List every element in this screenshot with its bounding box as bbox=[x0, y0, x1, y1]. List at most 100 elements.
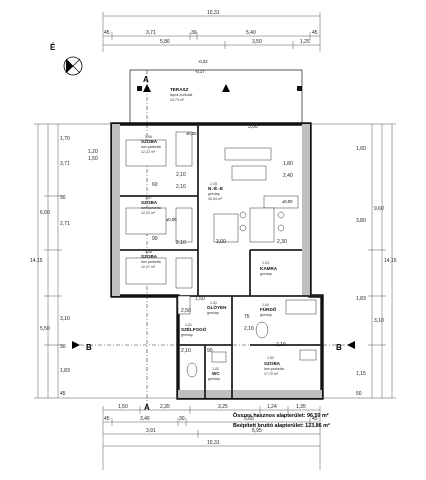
dim-bottom-r1-3: 1,24 bbox=[267, 404, 277, 410]
dim-top-r2-1: 3,71 bbox=[146, 30, 156, 36]
left-dimensions: 1,70 3,71 30 2,71 6,60 14,15 5,50 3,10 3… bbox=[30, 123, 178, 399]
room-10-sub: lam.parketta bbox=[264, 367, 284, 371]
area-summary: Összes hasznos alapterület: 96,59 m² Beé… bbox=[233, 412, 330, 429]
dim-bottom-r1-1: 2,35 bbox=[160, 404, 170, 410]
terrace-label: TERASZ bbox=[170, 87, 189, 92]
dim-left-4: 6,60 bbox=[40, 210, 50, 216]
dim-top-r2-3: 5,40 bbox=[246, 30, 256, 36]
inner-dim-14: 90 bbox=[207, 348, 213, 354]
dim-top-overall: 10,31 bbox=[207, 10, 220, 16]
bottom-dimensions: 1,50 2,35 3,25 1,24 1,35 45 3,46 30 5,65… bbox=[102, 404, 321, 470]
dim-left-3: 2,71 bbox=[60, 221, 70, 227]
north-arrow: É bbox=[50, 43, 83, 76]
dim-left-7: 3,10 bbox=[60, 316, 70, 322]
terrace-area: 24,73 m² bbox=[170, 98, 185, 102]
room-6-num: 1.04 bbox=[262, 303, 269, 307]
dim-right-2: 3,80 bbox=[356, 218, 366, 224]
summary-gross-area: Beépített bruttó alapterület: 123,86 m² bbox=[233, 423, 330, 429]
inner-dim-1: 60 bbox=[152, 182, 158, 188]
room-10-name: SZOBA bbox=[264, 361, 281, 366]
terrace-sub: lapos burkolat bbox=[170, 93, 192, 97]
inner-dimensions: 2,10 60 2,10 90 2,10 3,00 1,80 2,40 2,30… bbox=[88, 124, 293, 354]
inner-dim-2: 2,10 bbox=[176, 184, 186, 190]
inner-dim-18: 1,50 bbox=[88, 156, 98, 162]
dim-right-3: 14,15 bbox=[384, 258, 397, 264]
dim-left-2: 30 bbox=[60, 195, 66, 201]
dim-bottom-r2-4: 45 bbox=[312, 416, 318, 422]
dim-right-7: 50 bbox=[356, 391, 362, 397]
inner-dim-12: 75 bbox=[244, 314, 250, 320]
room-4-num: 1.05 bbox=[210, 182, 217, 186]
level-3: ±0,00 bbox=[186, 131, 197, 136]
room-9-name: GLÓYEH bbox=[207, 303, 227, 310]
room-labels: 1.06 SZOBA lam.parketta 12,22 m² 1.07 SZ… bbox=[141, 135, 284, 381]
inner-dim-3: 90 bbox=[152, 236, 158, 242]
room-7-sub: greslap bbox=[181, 333, 193, 337]
room-4-area: 30,54 m² bbox=[208, 197, 223, 201]
dim-right-5: 3,10 bbox=[374, 318, 384, 324]
inner-dim-11: 2,50 bbox=[181, 308, 191, 314]
room-5-num: 1.03 bbox=[262, 261, 269, 265]
dim-bottom-r2-2: 30 bbox=[179, 416, 185, 422]
terrace-level2: -0,32 bbox=[198, 59, 208, 64]
dim-bottom-overall: 10,31 bbox=[207, 440, 220, 446]
room-2-name: SZOBA bbox=[141, 200, 158, 205]
level-marks: ±0,00 ±0,00 ±0,00 bbox=[166, 131, 293, 222]
right-dimensions: 1,60 9,60 3,80 14,15 1,83 3,10 1,15 50 bbox=[310, 123, 397, 399]
inner-dim-4: 2,10 bbox=[176, 240, 186, 246]
room-1-name: SZOBA bbox=[141, 139, 158, 144]
room-6-sub: greslap bbox=[260, 313, 272, 317]
room-1-num: 1.06 bbox=[145, 135, 152, 139]
room-6-name: FÜRDŐ bbox=[260, 306, 277, 312]
room-3-num: 1.08 bbox=[145, 250, 152, 254]
room-9-num: 1.01 bbox=[210, 301, 217, 305]
inner-dim-13: 2,10 bbox=[244, 326, 254, 332]
dim-right-6: 1,15 bbox=[356, 371, 366, 377]
room-8-sub: greslap bbox=[208, 377, 220, 381]
inner-dim-10: 1,50 bbox=[195, 296, 205, 302]
terrace: TERASZ lapos burkolat 24,73 m² -0,17 -0,… bbox=[129, 59, 303, 125]
room-7-name: SZÉLFOGÓ bbox=[181, 325, 207, 332]
room-2-num: 1.07 bbox=[145, 196, 152, 200]
dim-top-r3-1: 3,50 bbox=[252, 39, 262, 45]
inner-dim-7: 2,40 bbox=[283, 173, 293, 179]
room-9-sub: greslap bbox=[207, 311, 219, 315]
dim-right-0: 1,60 bbox=[356, 146, 366, 152]
room-10-area: 17,70 m² bbox=[264, 372, 279, 376]
dim-bottom-r3-0: 3,91 bbox=[146, 428, 156, 434]
dim-top-r2-4: 45 bbox=[312, 30, 318, 36]
north-label: É bbox=[50, 43, 56, 52]
dim-bottom-r1-2: 3,25 bbox=[218, 404, 228, 410]
dim-top-r3-2: 1,25 bbox=[300, 39, 310, 45]
room-4-sub: greslap bbox=[208, 192, 220, 196]
inner-dim-16: 2,10 bbox=[276, 342, 286, 348]
furniture bbox=[125, 131, 317, 378]
room-3-area: 12,27 m² bbox=[141, 265, 156, 269]
summary-net-area: Összes hasznos alapterület: 96,59 m² bbox=[233, 412, 329, 419]
section-b-right: B bbox=[336, 343, 342, 352]
dim-left-9: 1,83 bbox=[60, 368, 70, 374]
dim-left-0: 1,70 bbox=[60, 136, 70, 142]
room-7-num: 1.01 bbox=[185, 323, 192, 327]
room-5-name: KAMRA bbox=[260, 266, 278, 271]
inner-dim-0: 2,10 bbox=[176, 172, 186, 178]
room-4-name: N.-É.-E bbox=[208, 184, 223, 191]
room-1-sub: lam.parketta bbox=[141, 145, 161, 149]
interior-walls bbox=[120, 124, 322, 398]
dim-bottom-r2-0: 45 bbox=[104, 416, 110, 422]
inner-dim-8: 2,30 bbox=[277, 239, 287, 245]
dim-top-r3-0: 5,86 bbox=[160, 39, 170, 45]
dim-left-5: 14,15 bbox=[30, 258, 43, 264]
section-b-left: B bbox=[86, 343, 92, 352]
room-8-num: 1.02 bbox=[212, 367, 219, 371]
dim-bottom-r2-1: 3,46 bbox=[140, 416, 150, 422]
dim-left-8: 30 bbox=[60, 344, 66, 350]
room-3-name: SZOBA bbox=[141, 254, 158, 259]
inner-dim-17: 1,20 bbox=[88, 149, 98, 155]
inner-dim-15: 2,10 bbox=[181, 348, 191, 354]
dim-right-1: 9,60 bbox=[374, 206, 384, 212]
section-a-top: A bbox=[143, 75, 149, 84]
dim-top-r2-0: 45 bbox=[104, 30, 110, 36]
inner-dim-6: 1,80 bbox=[283, 161, 293, 167]
